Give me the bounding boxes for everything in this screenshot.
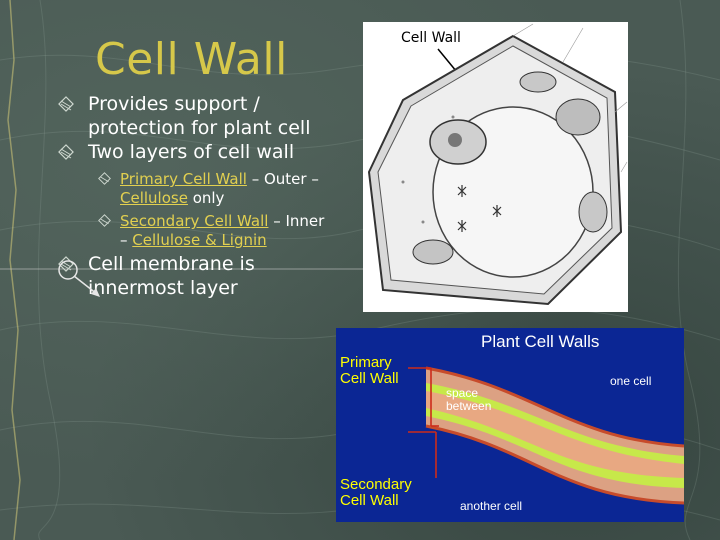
bullet-item: Cell membrane is innermost layer xyxy=(58,252,328,300)
sub-bullet-text: – Inner – xyxy=(120,212,325,249)
sub-bullet-text: – Outer – xyxy=(246,170,319,188)
slide-title: Cell Wall xyxy=(95,34,288,85)
bullet-icon xyxy=(58,96,74,112)
sub-bullet-item: Primary Cell Wall – Outer – Cellulose on… xyxy=(58,170,328,208)
sub-bullet-item: Secondary Cell Wall – Inner – Cellulose … xyxy=(58,212,328,250)
sub-bullet-text: only xyxy=(187,189,225,207)
cellulose-label: Cellulose xyxy=(120,189,188,207)
bullet-icon xyxy=(58,144,74,160)
bullet-item: Provides support / protection for plant … xyxy=(58,92,328,140)
bullet-text: Provides support / protection for plant … xyxy=(88,93,311,139)
bullet-list: Provides support / protection for plant … xyxy=(58,92,328,300)
diagram-title: Plant Cell Walls xyxy=(481,332,599,351)
bullet-text: Two layers of cell wall xyxy=(88,141,295,163)
secondary-wall-label: Secondary Cell Wall xyxy=(120,212,269,230)
cell-wall-callout: Cell Wall xyxy=(401,30,461,46)
bullet-icon xyxy=(58,256,74,272)
plant-cell-illustration: Cell Wall xyxy=(363,22,628,312)
primary-wall-label: Primary Cell Wall xyxy=(120,170,247,188)
one-cell-caption: one cell xyxy=(610,374,651,388)
bullet-icon xyxy=(98,172,111,185)
another-cell-caption: another cell xyxy=(460,499,522,513)
cellulose-lignin-label: Cellulose & Lignin xyxy=(132,231,267,249)
bullet-icon xyxy=(98,214,111,227)
bullet-item: Two layers of cell wall xyxy=(58,140,328,164)
plant-cell-drawing: Cell Wall xyxy=(363,22,628,312)
bullet-text: Cell membrane is innermost layer xyxy=(88,253,255,299)
